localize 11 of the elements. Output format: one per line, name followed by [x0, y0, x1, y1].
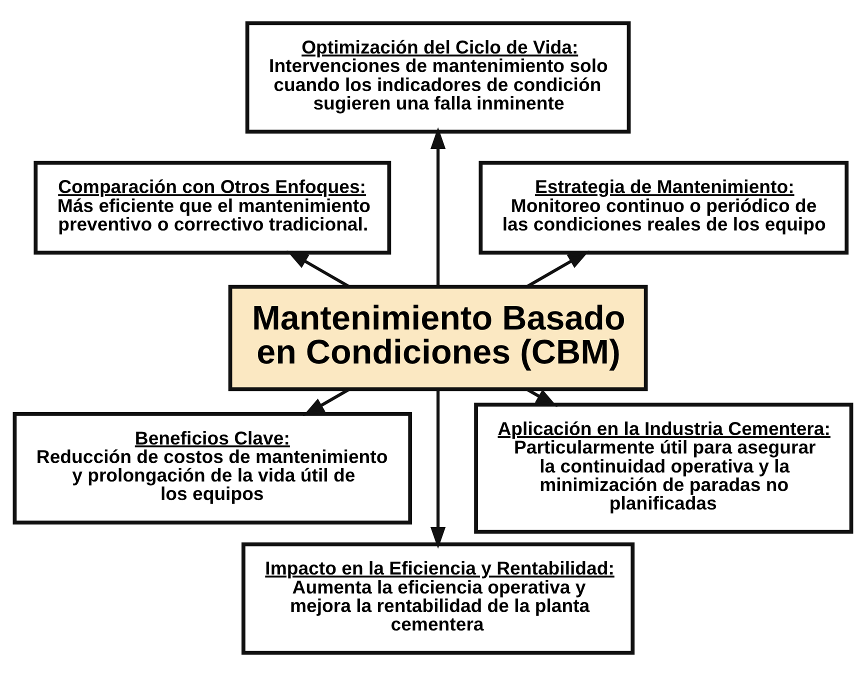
node-box: Impacto en la Eficiencia y Rentabilidad: Aumenta la eficiencia operativa y mejora la rentabilidad de la planta cementera: [242, 542, 635, 654]
node-box: Comparación con Otros Enfoques: Más eficiente que el mantenimiento preventivo o correctivo tradicional.: [34, 160, 392, 254]
arrow: [430, 126, 446, 286]
node-box: Mantenimiento Basado en Condiciones (CBM): [228, 284, 648, 391]
arrow: [430, 388, 446, 548]
node-box: Aplicación en la Industria Cementera: Particularmente útil para asegurar la continuidad operativa y la minimización de paradas no planificadas: [474, 402, 854, 534]
arrow: [526, 250, 590, 288]
node-box: Optimización del Ciclo de Vida: Intervenciones de mantenimiento solo cuando los indicadores de condición sugieren una falla inminente: [245, 20, 631, 134]
arrow: [286, 250, 350, 288]
node-box: Estrategia de Mantenimiento: Monitoreo continuo o periódico de las condiciones reales de los equipo: [478, 160, 849, 254]
node-box: Beneficios Clave: Reducción de costos de mantenimiento y prolongación de la vida útil de los equipos: [12, 412, 412, 524]
